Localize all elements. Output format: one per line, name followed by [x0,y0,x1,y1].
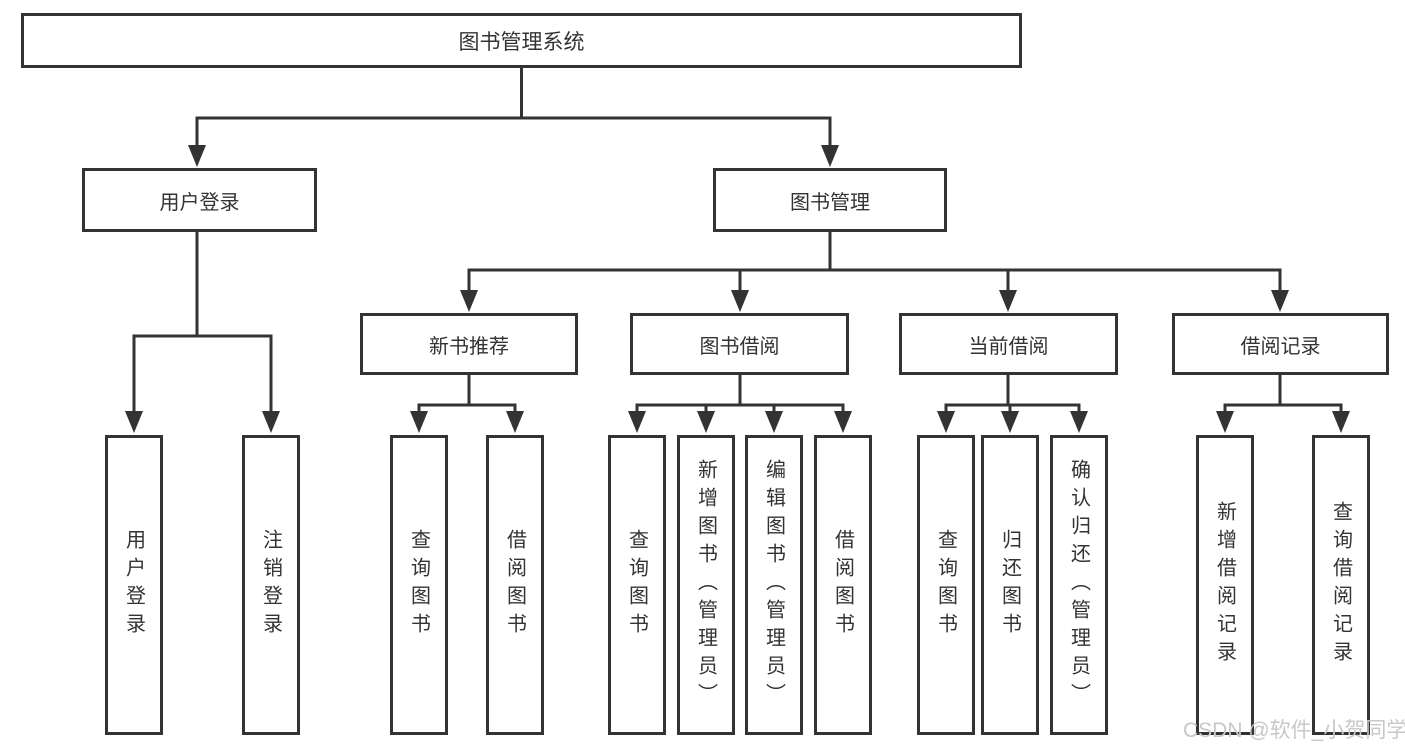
leaf-borrow-books-borrow-label: 借阅图书 [831,529,854,641]
node-new-book-recommend: 新书推荐 [360,313,578,375]
leaf-add-borrow-record: 新增借阅记录 [1196,435,1254,735]
node-borrow-records-label: 借阅记录 [1240,335,1321,358]
node-root-label: 图书管理系统 [458,30,585,54]
leaf-logout-label: 注销登录 [259,529,282,641]
leaf-add-book-admin-label: 新增图书（管理员） [694,459,717,711]
leaf-query-books-borrow-label: 查询图书 [625,529,648,641]
leaf-add-book-admin: 新增图书（管理员） [677,435,735,735]
leaf-query-books-current: 查询图书 [917,435,975,735]
leaf-confirm-return-admin-label: 确认归还（管理员） [1067,459,1090,711]
node-new-book-recommend-label: 新书推荐 [429,335,509,358]
node-book-borrow-label: 图书借阅 [699,335,780,358]
csdn-watermark: CSDN @软件_小贺同学 [1183,719,1405,742]
leaf-return-books-label: 归还图书 [998,529,1021,641]
leaf-borrow-books-recommend: 借阅图书 [486,435,544,735]
leaf-add-borrow-record-label: 新增借阅记录 [1213,501,1236,669]
leaf-user-login: 用户登录 [105,435,163,735]
leaf-user-login-label: 用户登录 [122,529,145,641]
node-borrow-records: 借阅记录 [1172,313,1389,375]
leaf-query-books-recommend: 查询图书 [390,435,448,735]
node-book-borrow: 图书借阅 [630,313,849,375]
node-book-management: 图书管理 [713,168,947,232]
leaf-edit-book-admin: 编辑图书（管理员） [745,435,803,735]
leaf-borrow-books-recommend-label: 借阅图书 [503,529,526,641]
leaf-query-books-recommend-label: 查询图书 [407,529,430,641]
node-root: 图书管理系统 [21,13,1022,68]
node-user-login-label: 用户登录 [159,191,240,214]
leaf-borrow-books-borrow: 借阅图书 [814,435,872,735]
node-book-management-label: 图书管理 [790,191,870,214]
leaf-query-books-borrow: 查询图书 [608,435,666,735]
leaf-query-borrow-record: 查询借阅记录 [1312,435,1370,735]
leaf-logout: 注销登录 [242,435,300,735]
leaf-query-books-current-label: 查询图书 [934,529,957,641]
leaf-confirm-return-admin: 确认归还（管理员） [1050,435,1108,735]
leaf-return-books: 归还图书 [981,435,1039,735]
node-current-borrow-label: 当前借阅 [968,335,1049,358]
node-current-borrow: 当前借阅 [899,313,1118,375]
node-user-login: 用户登录 [82,168,317,232]
leaf-edit-book-admin-label: 编辑图书（管理员） [762,459,785,711]
leaf-query-borrow-record-label: 查询借阅记录 [1329,501,1352,669]
